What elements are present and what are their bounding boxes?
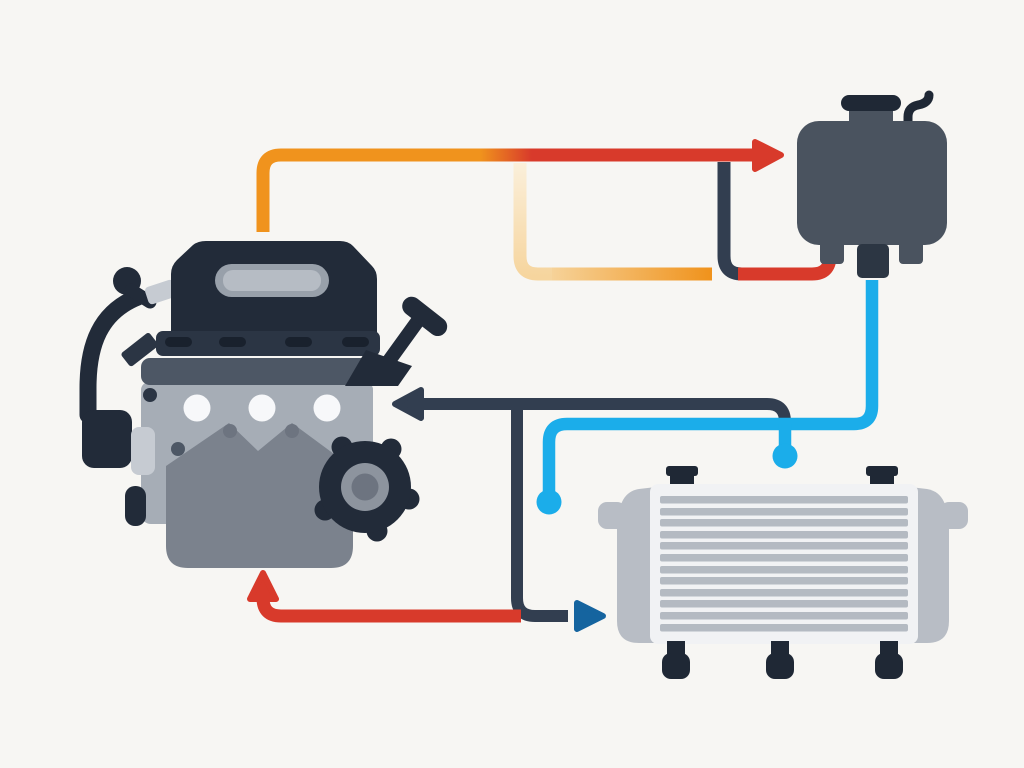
pipe-tank-to-line bbox=[542, 280, 879, 492]
valve-cover-pill-inner bbox=[223, 270, 321, 291]
flange-slots bbox=[165, 337, 369, 347]
pipe-branch-to-radiator bbox=[511, 404, 568, 622]
junction-dot-right bbox=[772, 443, 798, 469]
engine-hose-connector bbox=[144, 279, 178, 305]
radiator-fin bbox=[660, 519, 908, 527]
engine-ports bbox=[183, 394, 341, 422]
pipe-hot-top bbox=[256, 139, 784, 232]
pulley-hub bbox=[351, 473, 379, 501]
radiator-fin bbox=[660, 531, 908, 539]
pipe-cyan-line bbox=[536, 280, 879, 515]
radiator-fin bbox=[660, 508, 908, 516]
engine-side-panel bbox=[131, 427, 155, 475]
radiator-feet bbox=[662, 641, 903, 679]
block-peak-dot bbox=[285, 424, 299, 438]
radiator-foot bbox=[662, 653, 690, 679]
pipe-bottom-red bbox=[247, 570, 521, 623]
engine-bolt-dot bbox=[143, 388, 157, 402]
tank-body bbox=[797, 121, 947, 245]
flange-slot bbox=[285, 337, 312, 347]
tank-cap bbox=[841, 95, 901, 111]
engine-pulley bbox=[314, 436, 420, 542]
pipe-tank-lower-feed bbox=[513, 162, 837, 281]
block-peak-dot bbox=[223, 424, 237, 438]
engine-side-sensor bbox=[121, 333, 158, 367]
pipe-engine-to-tank bbox=[256, 148, 760, 232]
arrow-into-radiator bbox=[574, 600, 606, 632]
flange-slot bbox=[219, 337, 246, 347]
tank-right-foot bbox=[899, 240, 923, 264]
engine-bolt-dot bbox=[171, 442, 185, 456]
engine-hose-elbow bbox=[82, 410, 132, 468]
tank-left-foot bbox=[820, 240, 844, 264]
radiator-fins bbox=[660, 496, 908, 632]
intake-manifold-bar bbox=[141, 358, 391, 385]
radiator-fin bbox=[660, 624, 908, 632]
engine-side-nub bbox=[125, 486, 146, 526]
arrow-into-engine bbox=[392, 387, 424, 421]
arrow-into-tank bbox=[752, 139, 784, 172]
engine bbox=[79, 241, 448, 568]
radiator-foot bbox=[766, 653, 794, 679]
engine-block-lower bbox=[166, 423, 353, 568]
engine-hose-stem bbox=[124, 283, 157, 309]
radiator-fin bbox=[660, 589, 908, 597]
engine-flange bbox=[156, 331, 380, 356]
radiator-right-tank bbox=[910, 487, 949, 643]
tank-spout bbox=[857, 244, 889, 278]
radiator-fin bbox=[660, 566, 908, 574]
radiator-fin bbox=[660, 496, 908, 504]
engine-port bbox=[183, 394, 211, 422]
tank-vent-hose bbox=[903, 90, 934, 135]
engine-port bbox=[248, 394, 276, 422]
arrow-up-into-engine bbox=[247, 570, 279, 602]
radiator bbox=[598, 466, 968, 679]
radiator-fin bbox=[660, 542, 908, 550]
radiator-fin bbox=[660, 600, 908, 608]
radiator-fin bbox=[660, 612, 908, 620]
radiator-left-tank bbox=[617, 487, 656, 643]
dipstick-handle bbox=[402, 296, 448, 337]
flange-slot bbox=[165, 337, 192, 347]
radiator-foot bbox=[875, 653, 903, 679]
engine-hose bbox=[79, 288, 147, 424]
junction-dot-left bbox=[536, 489, 562, 515]
pipe-cream-vertical bbox=[513, 163, 558, 281]
radiator-fin bbox=[660, 554, 908, 562]
expansion-tank bbox=[797, 90, 947, 278]
engine-port bbox=[313, 394, 341, 422]
dipstick-base bbox=[345, 350, 412, 386]
radiator-fin bbox=[660, 577, 908, 585]
flange-slot bbox=[342, 337, 369, 347]
